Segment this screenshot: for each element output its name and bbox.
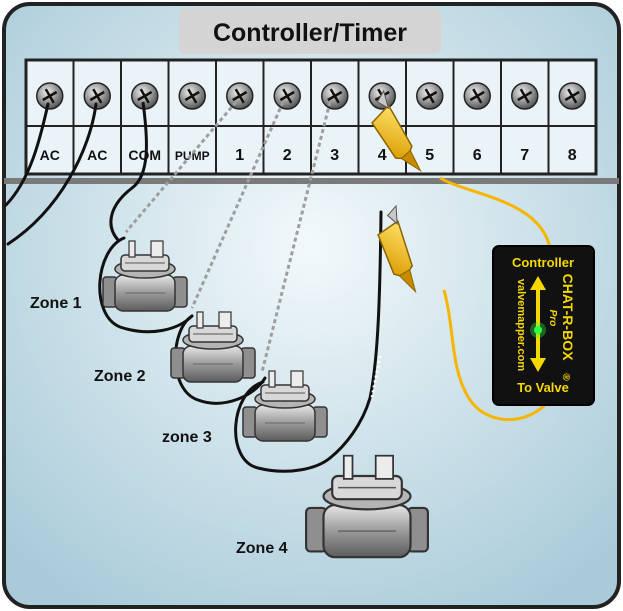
- device-top-label: Controller: [512, 255, 574, 270]
- terminal-1: 1: [215, 60, 254, 174]
- terminal-label: 2: [283, 147, 292, 164]
- terminal-label: AC: [87, 147, 107, 163]
- chat-r-box-device: Controller To Valve valvemapper.com CHAT…: [492, 245, 595, 406]
- tester-leads: [439, 176, 552, 422]
- page-title: Controller/Timer: [213, 19, 407, 47]
- terminal-ac: AC: [36, 82, 64, 163]
- screw-slot: [567, 88, 578, 104]
- double-arrow-icon: [530, 276, 546, 372]
- zone-label-2: Zone 2: [94, 368, 146, 385]
- screw-slot: [282, 88, 293, 104]
- terminal-ac: AC: [72, 60, 111, 174]
- screw-slot: [234, 88, 245, 104]
- terminal-pump: PUMP: [167, 60, 210, 174]
- terminal-label: 3: [330, 147, 339, 164]
- screw-slot: [44, 88, 55, 104]
- terminal-label: 1: [235, 147, 244, 164]
- terminal-label: AC: [40, 147, 60, 163]
- terminal-2: 2: [262, 60, 301, 174]
- terminal-label: 8: [568, 147, 577, 164]
- terminal-label: 4: [378, 147, 387, 164]
- terminal-8: 8: [547, 60, 586, 174]
- zone-label-4: Zone 4: [236, 540, 288, 557]
- screw-slot: [519, 88, 530, 104]
- screw-slot: [139, 88, 150, 104]
- zone-label-3: zone 3: [162, 429, 212, 446]
- terminal-label: 7: [520, 147, 529, 164]
- device-bottom-label: To Valve: [517, 380, 569, 395]
- screw-slot: [329, 88, 340, 104]
- separator-bar: [4, 178, 619, 184]
- device-brand-mark: ®: [560, 373, 571, 381]
- screw-slot: [92, 88, 103, 104]
- zone-label-1: Zone 1: [30, 295, 82, 312]
- terminal-label: 5: [425, 147, 434, 164]
- device-brand: CHAT-R-BOX: [560, 274, 576, 362]
- title-box: [179, 8, 441, 54]
- terminal-3: 3: [310, 60, 349, 174]
- power-wires: [4, 102, 98, 246]
- terminal-7: 7: [500, 60, 539, 174]
- device-edition: Pro: [547, 310, 558, 327]
- valve-loop-wires: [98, 210, 383, 473]
- common-wire: [109, 101, 148, 241]
- terminal-5: 5: [405, 60, 444, 174]
- terminal-6: 6: [452, 60, 491, 174]
- screw-slot: [424, 88, 435, 104]
- zone-dotted-wires: [124, 101, 332, 373]
- status-led-icon: [534, 326, 542, 334]
- terminal-label: PUMP: [175, 149, 210, 163]
- terminal-label: 6: [473, 147, 482, 164]
- screw-slot: [187, 88, 198, 104]
- wire-stripes: [370, 355, 382, 399]
- device-url: valvemapper.com: [515, 279, 527, 372]
- screw-slot: [472, 88, 483, 104]
